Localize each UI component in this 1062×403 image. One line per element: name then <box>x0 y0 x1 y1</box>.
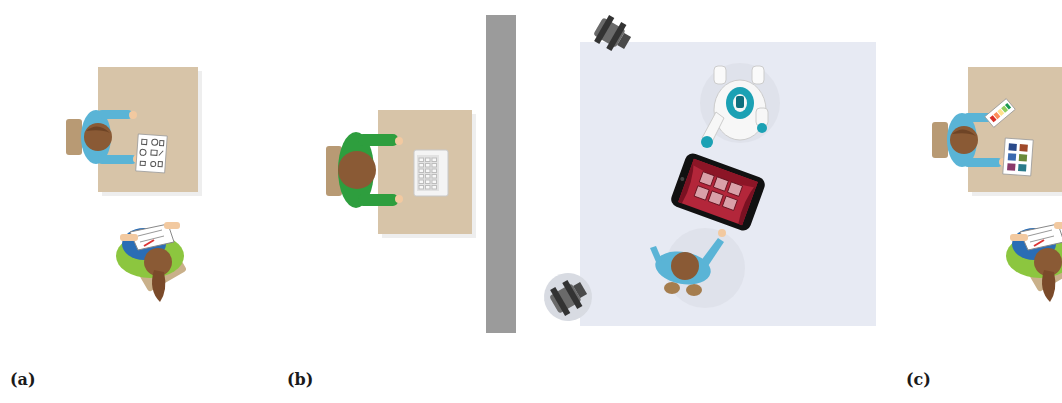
panel-label: (b) <box>287 370 313 389</box>
panel-label: (c) <box>906 370 931 389</box>
panel-b <box>326 15 516 333</box>
panel-a <box>66 67 202 302</box>
panel-label: (a) <box>10 370 36 389</box>
panel-c <box>932 67 1062 302</box>
robot-room <box>535 13 876 330</box>
